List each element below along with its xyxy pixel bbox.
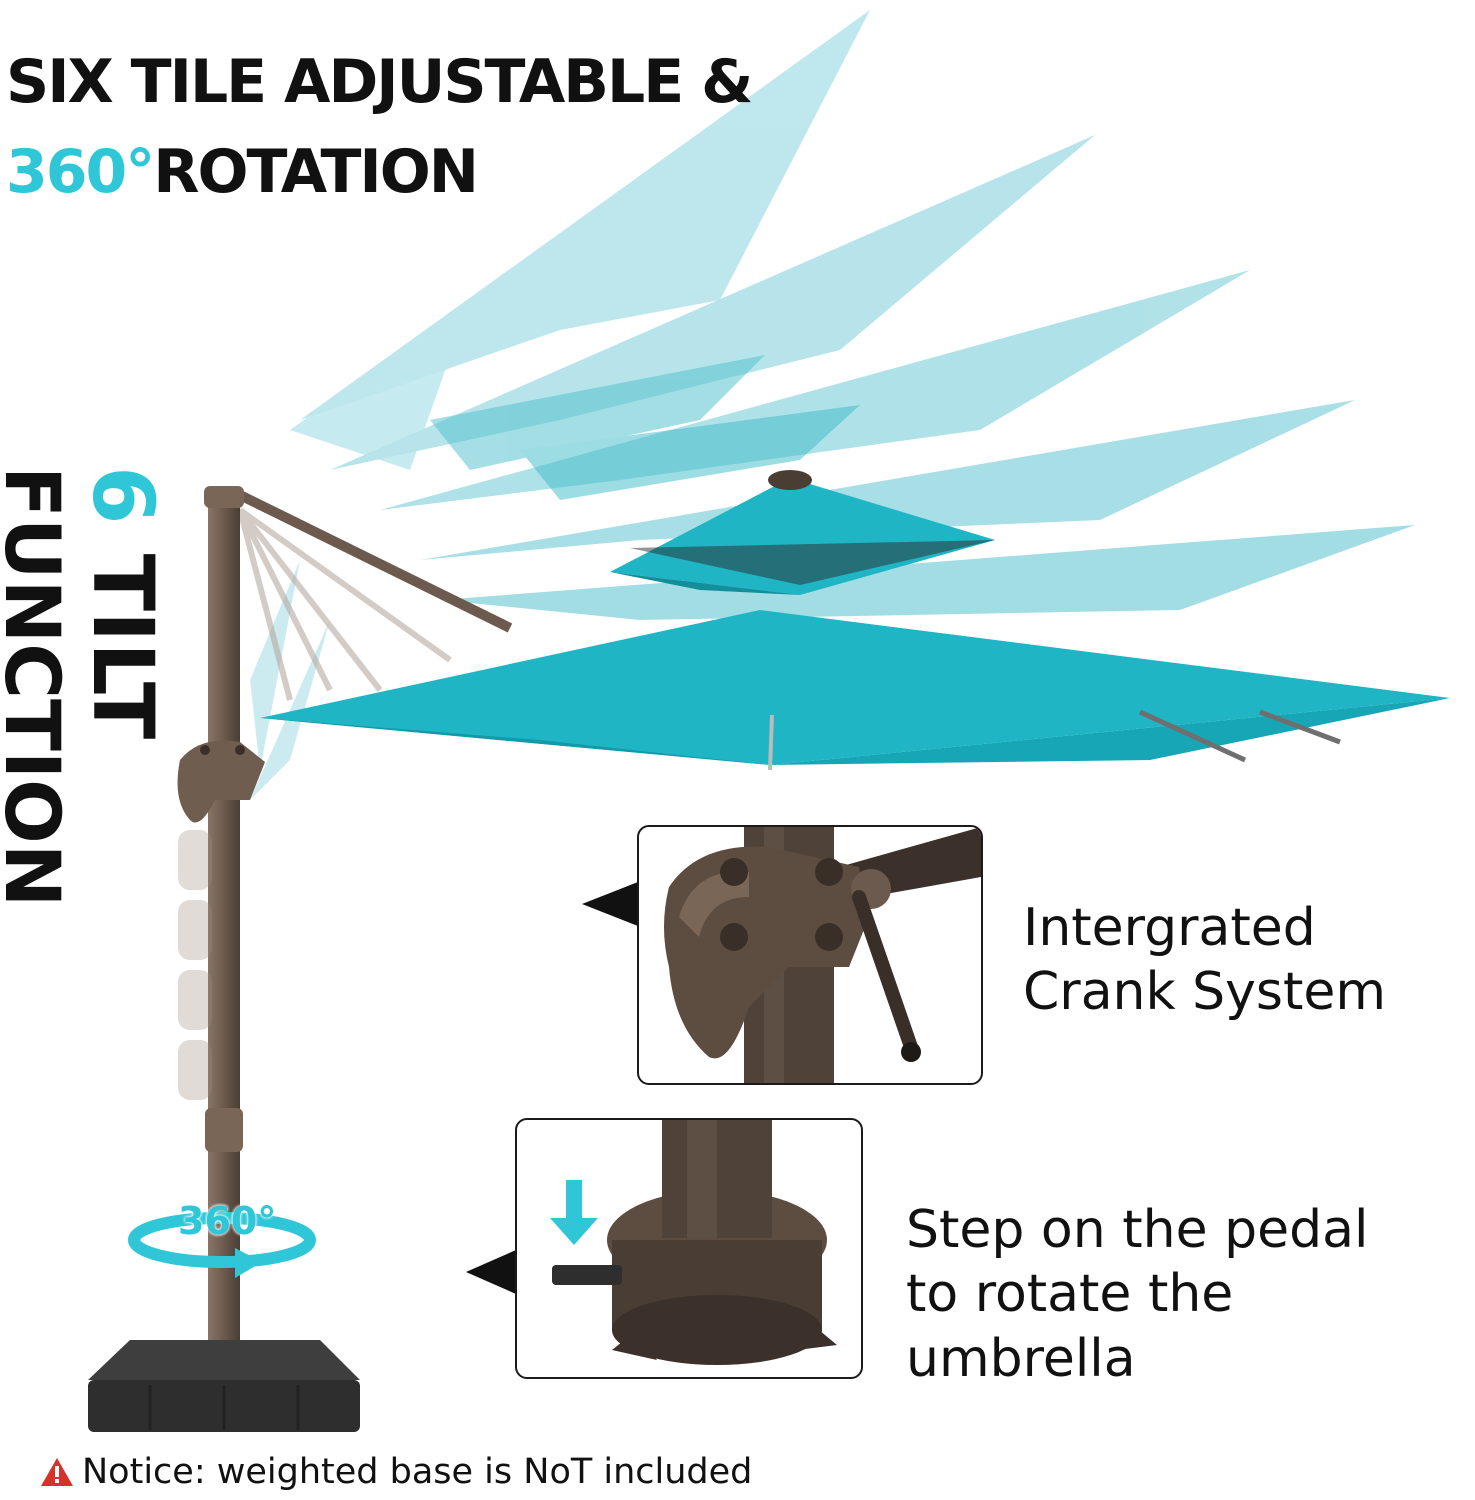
ghost-struts bbox=[237, 507, 452, 701]
weighted-base bbox=[88, 1340, 360, 1432]
down-arrow-icon bbox=[550, 1180, 598, 1245]
crank-detail-illustration bbox=[664, 827, 981, 1083]
ghost-top-canopies bbox=[430, 355, 860, 500]
warning-icon bbox=[41, 1458, 73, 1486]
side-title-tilt-word: TILT bbox=[74, 553, 172, 740]
headline-line-1: SIX TILE ADJUSTABLE & bbox=[6, 47, 753, 117]
top-canopy bbox=[610, 470, 995, 595]
headline-line-2: 360°ROTATION bbox=[6, 142, 479, 202]
main-canopy bbox=[260, 610, 1450, 771]
side-title-number: 6 bbox=[74, 466, 172, 525]
crank-feature-line-1: Intergrated bbox=[1023, 898, 1316, 958]
crank-pointer-icon bbox=[582, 882, 638, 926]
ghost-cranks bbox=[178, 830, 212, 1100]
notice-text: Notice: weighted base is NoT included bbox=[40, 1452, 752, 1492]
crank-detail-panel bbox=[637, 825, 983, 1085]
rotation-badge-label: 360° bbox=[178, 1199, 277, 1243]
pedal-pointer-icon bbox=[466, 1250, 516, 1294]
notice-label: Notice: weighted base is NoT included bbox=[82, 1452, 753, 1492]
headline-accent: 360° bbox=[6, 137, 155, 207]
main-strut bbox=[237, 490, 513, 633]
pole-crank-hinge bbox=[177, 740, 265, 823]
headline-rest: ROTATION bbox=[153, 137, 479, 207]
side-title-function: FUNCTION bbox=[0, 466, 77, 908]
pedal-feature-line-2: to rotate the umbrella bbox=[906, 1264, 1234, 1389]
crank-feature-line-2: Crank System bbox=[1023, 962, 1387, 1023]
side-title-tilt: 6 TILT bbox=[74, 466, 172, 739]
pedal-detail-illustration bbox=[550, 1120, 837, 1365]
pedal-feature-line-1: Step on the pedal bbox=[906, 1200, 1369, 1260]
rotation-arrow-icon bbox=[128, 1212, 316, 1278]
pedal-detail-panel bbox=[515, 1118, 863, 1379]
